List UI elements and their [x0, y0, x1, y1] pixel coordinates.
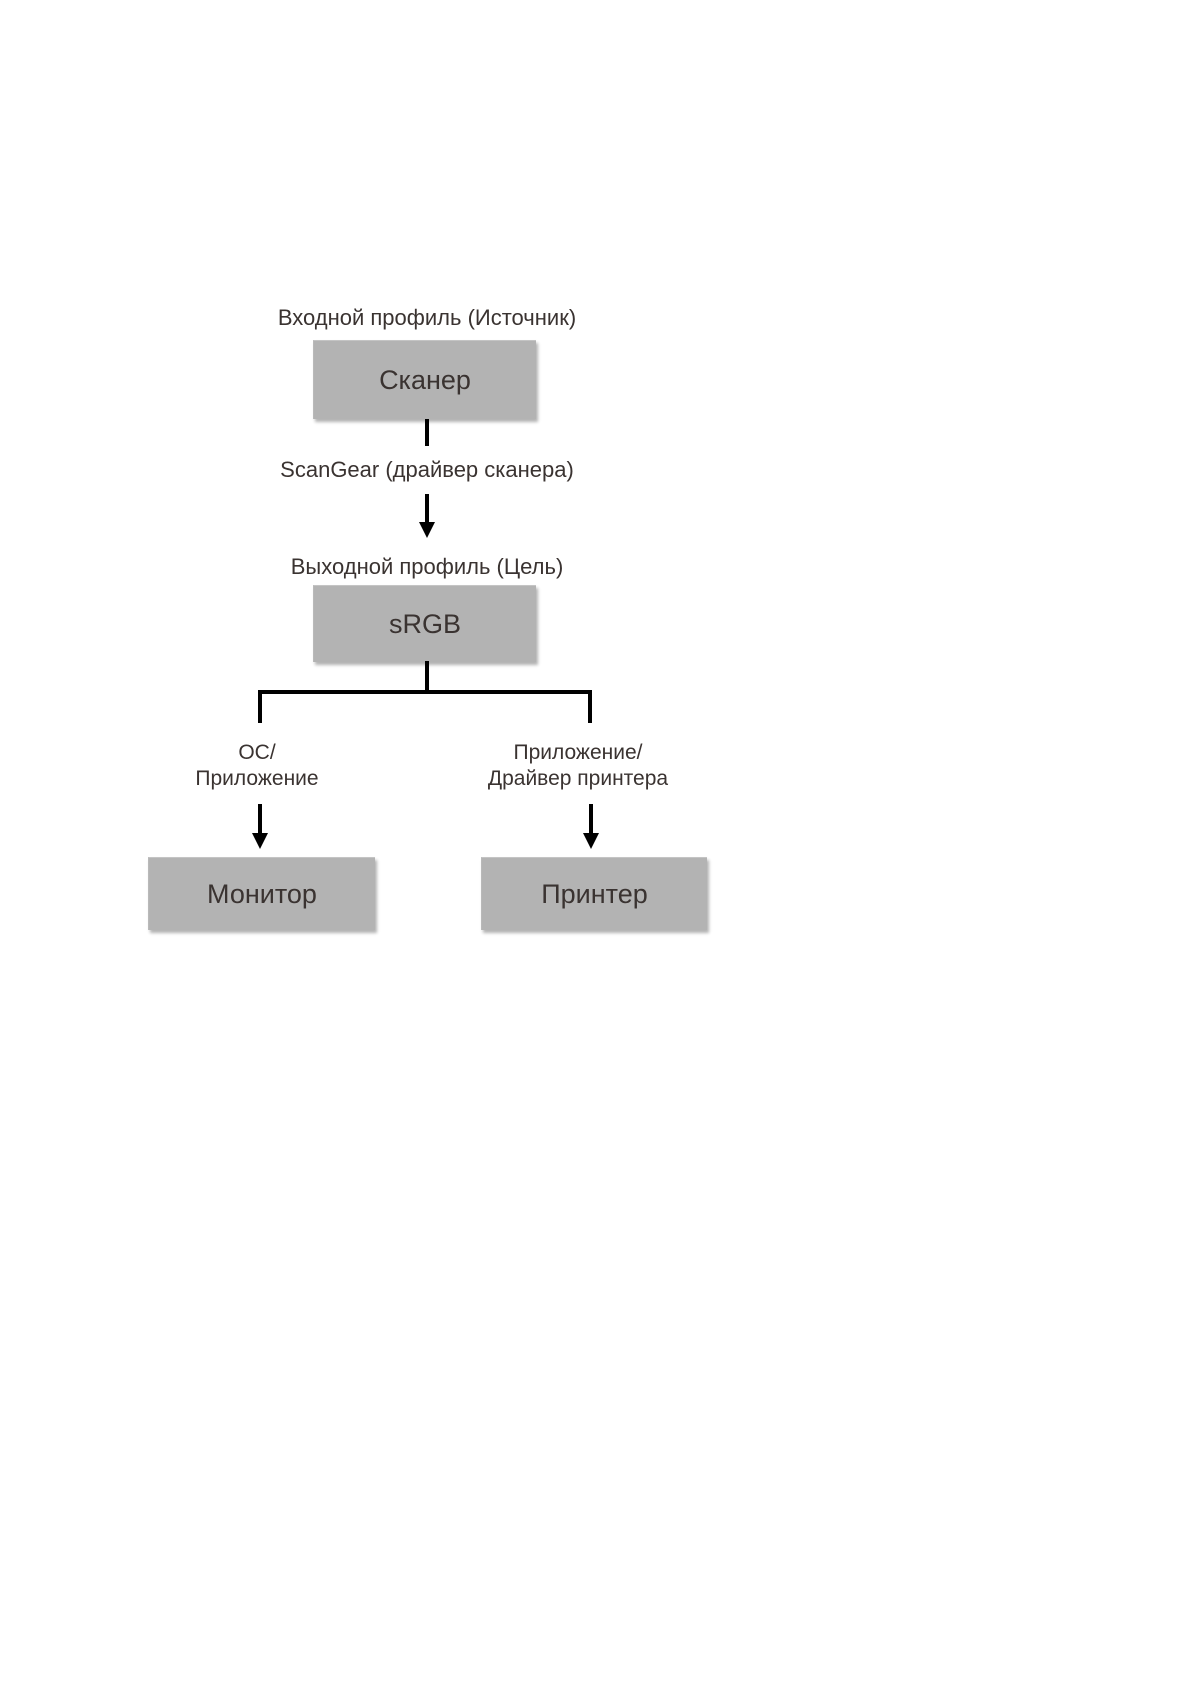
arrow-monitor-head-icon	[252, 833, 268, 849]
application-printer-driver-label-line2: Драйвер принтера	[487, 767, 669, 790]
connector-scanner-to-scangear	[425, 419, 429, 446]
monitor-node-label: Монитор	[207, 878, 317, 909]
printer-node-label: Принтер	[541, 878, 648, 909]
srgb-node-label: sRGB	[388, 608, 461, 639]
arrow-scangear-shaft	[425, 494, 429, 524]
arrow-scangear-head-icon	[419, 522, 435, 538]
os-application-label-line2: Приложение	[195, 767, 319, 790]
output-profile-label: Выходной профиль (Цель)	[290, 554, 564, 579]
monitor-node: Монитор	[148, 857, 375, 930]
branch-stub-right	[588, 690, 592, 723]
branch-stub-left	[258, 690, 262, 723]
scanner-node: Сканер	[313, 340, 536, 419]
arrow-monitor-shaft	[258, 804, 262, 834]
scangear-label: ScanGear (драйвер сканера)	[280, 457, 574, 482]
application-printer-driver-label-line1: Приложение/	[513, 741, 643, 764]
os-application-label-line1: ОС/	[238, 741, 276, 764]
branch-bar	[258, 690, 592, 694]
os-application-label: ОС/Приложение	[157, 740, 357, 792]
arrow-printer-head-icon	[583, 833, 599, 849]
input-profile-label: Входной профиль (Источник)	[277, 305, 577, 330]
srgb-node: sRGB	[313, 585, 536, 662]
arrow-printer-shaft	[589, 804, 593, 834]
application-printer-driver-label: Приложение/Драйвер принтера	[448, 740, 708, 792]
scanner-node-label: Сканер	[379, 364, 471, 395]
connector-srgb-to-branch	[425, 661, 429, 690]
printer-node: Принтер	[481, 857, 707, 930]
